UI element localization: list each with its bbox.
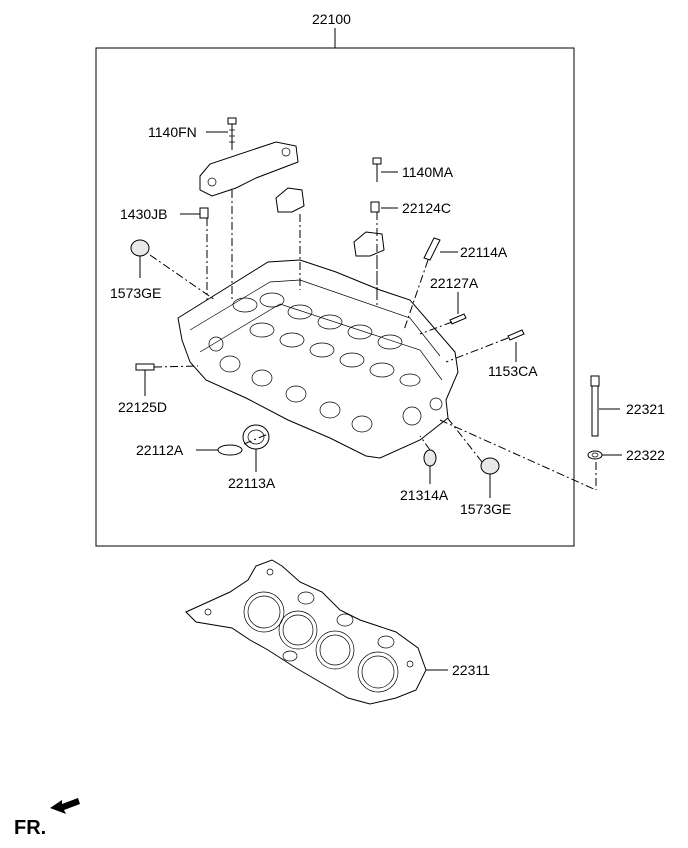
dowel-1430JB [199, 207, 209, 219]
label-22125D[interactable]: 22125D [118, 399, 167, 415]
label-22322[interactable]: 22322 [626, 447, 665, 463]
plug-21314A [423, 449, 437, 467]
label-1573GE-left[interactable]: 1573GE [110, 285, 161, 301]
oring-22112A [217, 444, 243, 456]
label-1153CA[interactable]: 1153CA [488, 363, 538, 379]
dowel-22124C [370, 201, 380, 213]
stud-22127A [449, 313, 467, 325]
label-21314A[interactable]: 21314A [400, 487, 449, 503]
front-direction-indicator: FR. [14, 798, 80, 839]
label-22100[interactable]: 22100 [312, 11, 351, 27]
label-1140FN[interactable]: 1140FN [148, 124, 197, 140]
front-arrow-icon [50, 798, 80, 814]
stud-1153CA [507, 329, 525, 341]
assembly-centerlines [149, 190, 597, 491]
label-22114A[interactable]: 22114A [460, 244, 508, 260]
label-1430JB[interactable]: 1430JB [120, 206, 167, 222]
cylinder-head [177, 259, 459, 459]
label-1140MA[interactable]: 1140MA [402, 164, 454, 180]
label-22127A[interactable]: 22127A [430, 275, 479, 291]
bolt-1140FN [227, 117, 237, 150]
head-gasket-22311 [185, 559, 427, 705]
cam-cap-center [275, 187, 305, 213]
label-1573GE-right[interactable]: 1573GE [460, 501, 511, 517]
label-22311[interactable]: 22311 [452, 662, 490, 678]
plug-1573GE-right [480, 457, 500, 475]
seal-22113A [242, 424, 270, 450]
label-22112A[interactable]: 22112A [136, 442, 184, 458]
label-22113A[interactable]: 22113A [228, 475, 276, 491]
washer-22322 [587, 450, 603, 460]
port-openings [208, 336, 443, 433]
label-22124C[interactable]: 22124C [402, 200, 451, 216]
leader-lines [139, 131, 622, 671]
tube-22114A [423, 237, 441, 261]
valve-train [232, 292, 421, 387]
cam-cap-right [353, 231, 385, 257]
label-22321[interactable]: 22321 [626, 401, 665, 417]
bolt-1140MA [372, 157, 382, 182]
plug-1573GE-left [130, 239, 150, 257]
stud-22125D [135, 363, 155, 371]
bolt-22321 [590, 375, 600, 437]
cam-bearing-bracket [199, 141, 299, 197]
front-label: FR. [14, 817, 46, 839]
